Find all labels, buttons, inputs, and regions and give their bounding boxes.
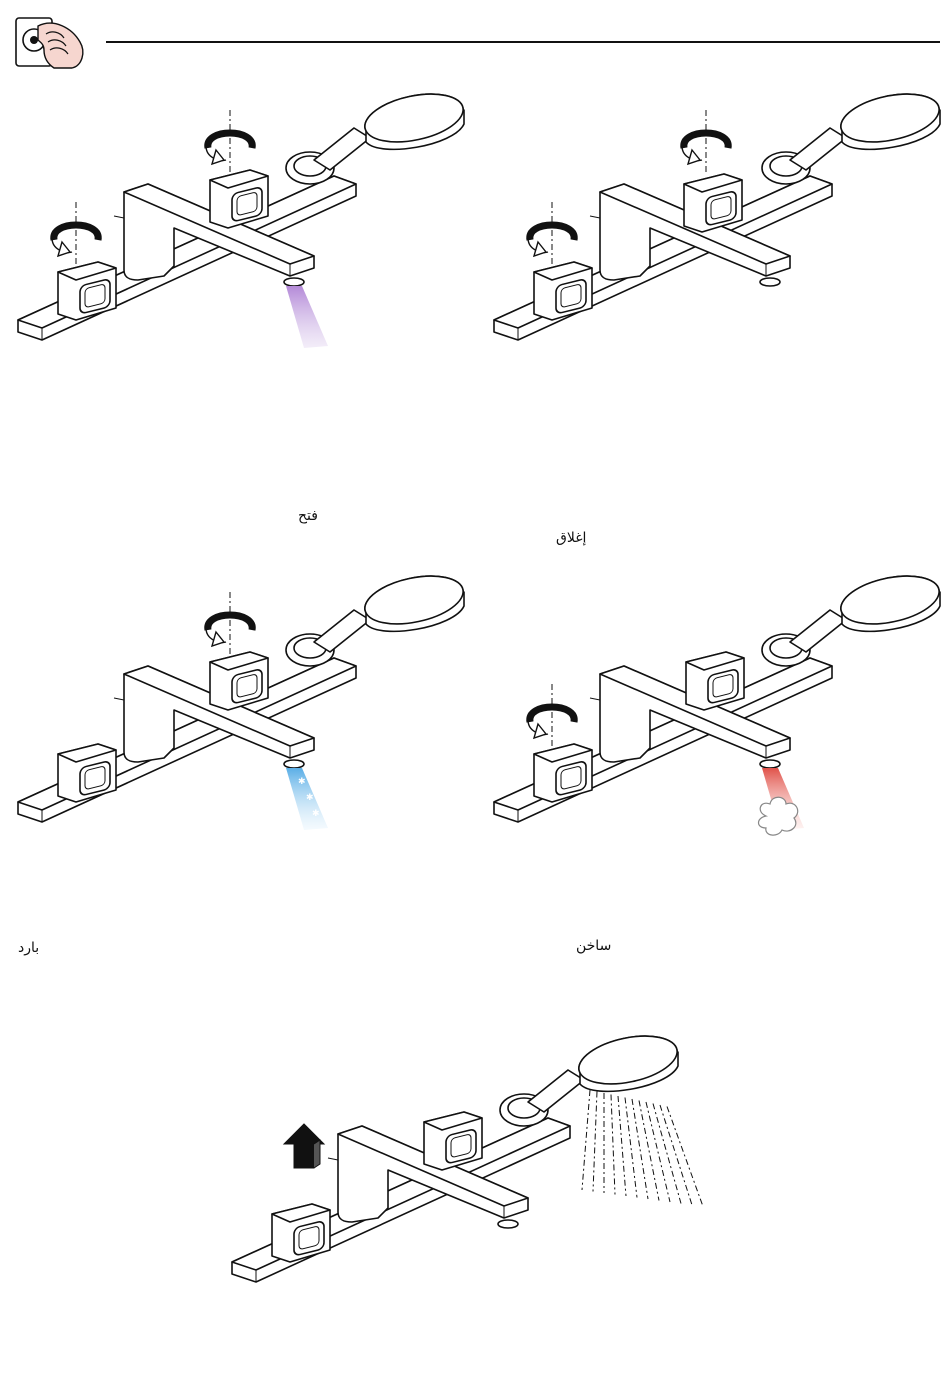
- faucet-drawing: ✱✱✱✱: [14, 570, 474, 850]
- faucet-drawing: [490, 88, 950, 368]
- left-handle: [534, 262, 592, 320]
- aerator: [284, 278, 304, 286]
- rotation-arrow-left: [528, 202, 574, 266]
- caption-close: إغلاق: [556, 530, 586, 546]
- header-rule: [106, 41, 940, 43]
- aerator: [284, 760, 304, 768]
- faucet-figure-cold: ✱✱✱✱: [14, 570, 474, 850]
- hand-turning-knob-icon: [14, 14, 88, 70]
- left-handle: [58, 744, 116, 802]
- snowflake-icon: ✱: [306, 793, 314, 803]
- steam-icon: [759, 797, 798, 835]
- aerator: [760, 278, 780, 286]
- faucet-figure-open: [14, 88, 474, 368]
- right-handle: [210, 170, 268, 228]
- rotation-arrow-left: [52, 202, 98, 266]
- shower-handle: [528, 1070, 584, 1112]
- left-handle: [58, 262, 116, 320]
- rotation-arrow-right: [206, 592, 252, 656]
- rotation-arrow-left: [528, 684, 574, 748]
- aerator: [760, 760, 780, 768]
- shower-handle: [790, 128, 846, 170]
- left-handle: [272, 1204, 330, 1262]
- faucet-drawing: [14, 88, 474, 368]
- shower-handle: [314, 610, 370, 652]
- faucet-figure-hot: [490, 570, 950, 850]
- shower-handle: [314, 128, 370, 170]
- right-handle: [210, 652, 268, 710]
- snowflake-icon: ✱: [318, 785, 326, 795]
- rotation-arrow-right: [682, 110, 728, 174]
- caption-cold: بارد: [18, 940, 39, 956]
- caption-open: فتح: [298, 508, 318, 524]
- right-handle: [684, 174, 742, 232]
- right-handle: [686, 652, 744, 710]
- shower-handle: [790, 610, 846, 652]
- water-stream: [286, 286, 328, 348]
- faucet-figure-shower: [228, 1030, 728, 1330]
- snowflake-icon: ✱: [312, 809, 320, 819]
- right-handle: [424, 1112, 482, 1170]
- faucet-drawing: [490, 570, 950, 850]
- caption-hot: ساخن: [576, 938, 611, 954]
- left-handle: [534, 744, 592, 802]
- snowflake-icon: ✱: [298, 777, 306, 787]
- faucet-drawing: [228, 1030, 728, 1330]
- aerator: [498, 1220, 518, 1228]
- faucet-figure-close: [490, 88, 950, 368]
- rotation-arrow-right: [206, 110, 252, 174]
- shower-spray: [582, 1090, 703, 1207]
